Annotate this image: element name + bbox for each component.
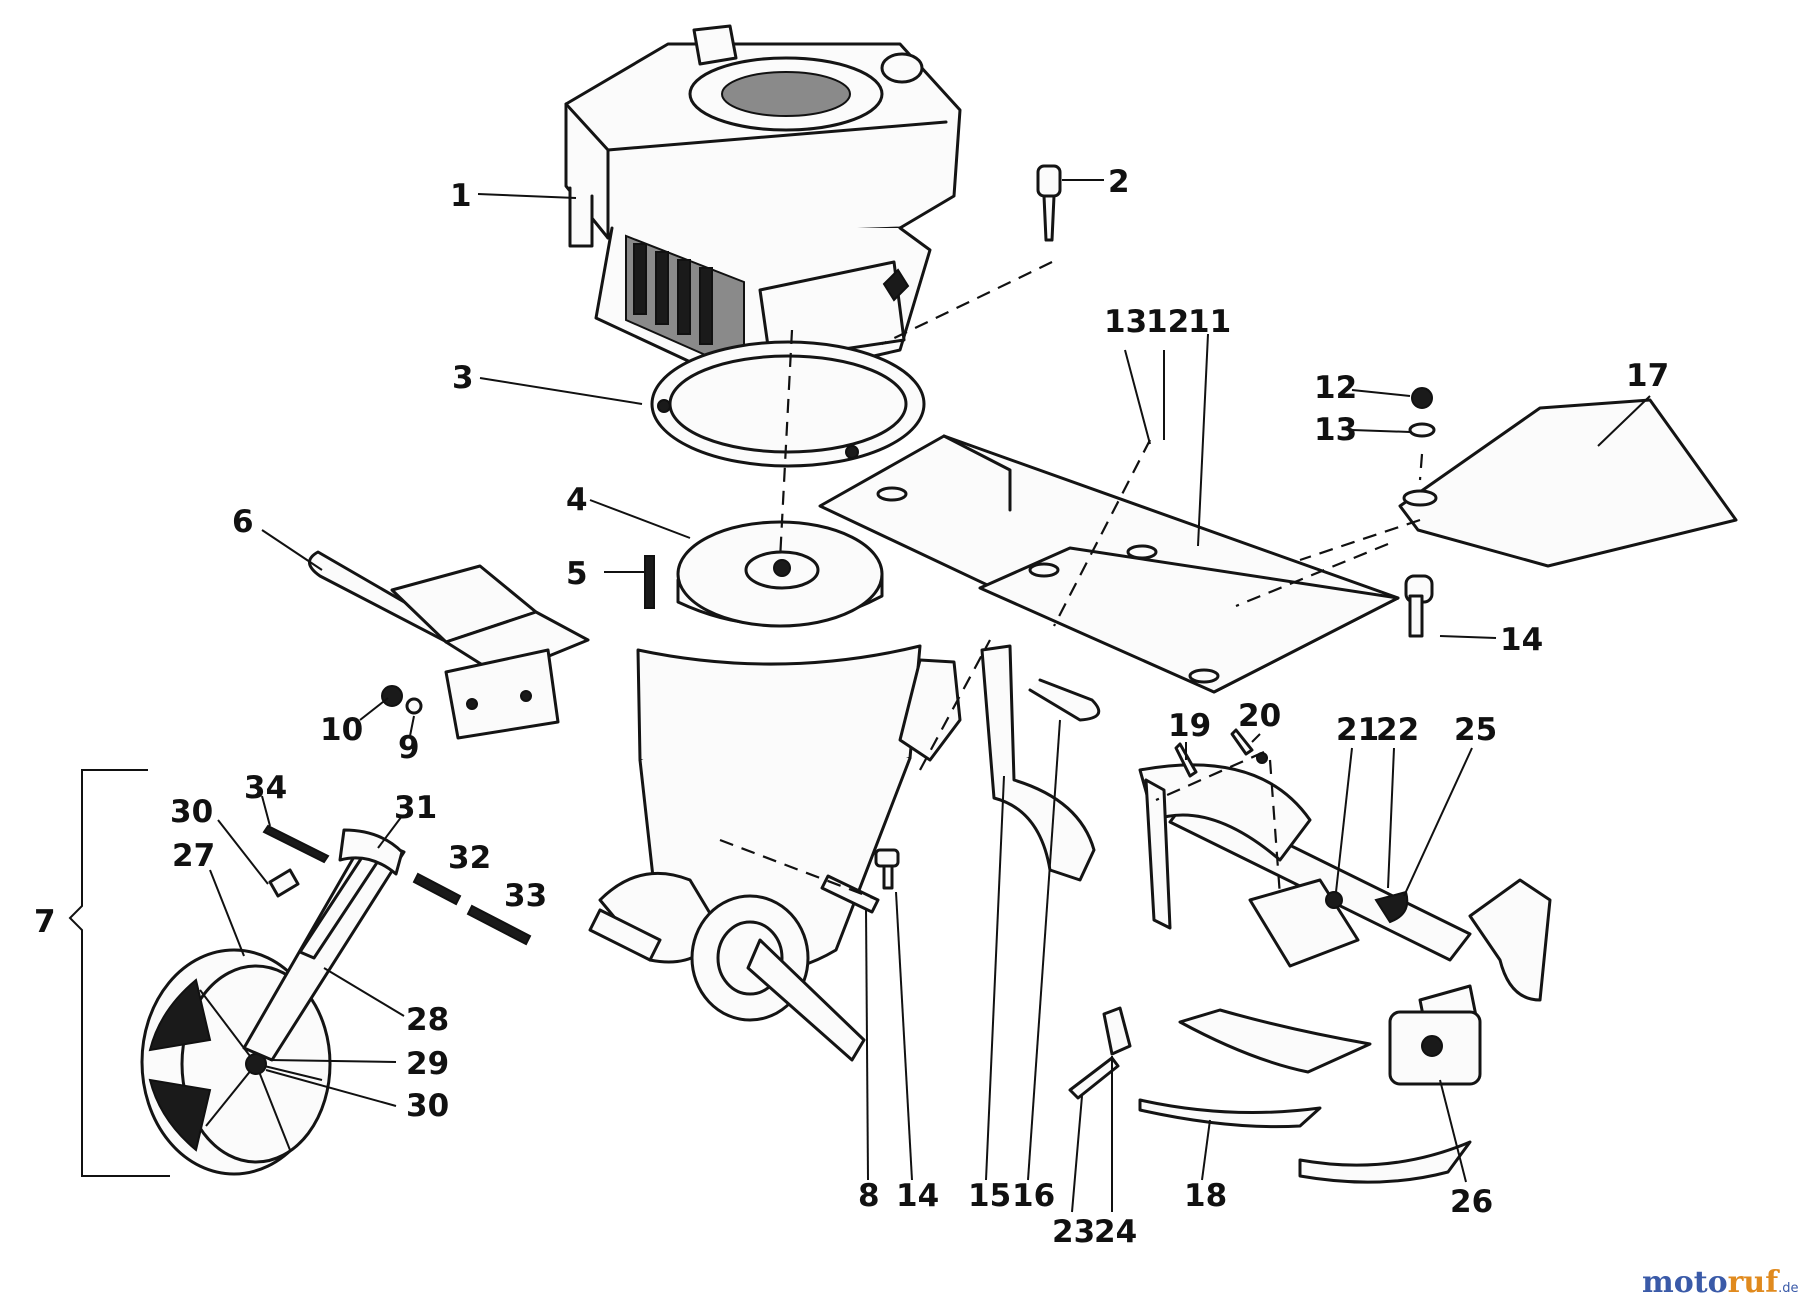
callout-18: 18 [1184,1178,1227,1214]
clip-24 [1102,1006,1132,1056]
cover-plate [1398,398,1738,568]
callout-13-a: 13 [1104,304,1147,340]
callout-23: 23 [1052,1214,1095,1250]
callout-8: 8 [858,1178,880,1214]
callout-30-a: 30 [170,794,213,830]
callout-12-b: 12 [1314,370,1357,406]
bolt-20 [1230,728,1254,756]
bolt-14-right [1404,574,1434,638]
gearbox-housing [588,644,962,1062]
callout-33: 33 [504,878,547,914]
leader-lines [209,179,1651,1213]
tine-18 [1138,1098,1322,1129]
washer [405,697,423,715]
watermark-part1: moto [1642,1265,1728,1300]
callout-5: 5 [566,556,588,592]
callout-2: 2 [1108,164,1130,200]
watermark-part2: ruf [1728,1265,1781,1300]
wheel-assembly [140,828,406,1176]
callout-14-a: 14 [1500,622,1543,658]
group-bracket [68,769,170,1177]
callout-11: 11 [1188,304,1231,340]
bolt-23 [1068,1056,1120,1100]
nut-22 [1325,891,1343,909]
callout-7: 7 [34,904,56,940]
callout-9: 9 [398,730,420,766]
assembly-lines [719,261,1424,902]
pulley [676,520,884,628]
bolt-14-center [874,848,900,890]
callout-labels: 1 2 3 4 5 6 7 8 9 10 11 12 13 12 13 14 1… [34,164,1669,1250]
pin-34 [262,824,330,864]
callout-16: 16 [1012,1178,1055,1214]
callout-15: 15 [968,1178,1011,1214]
nut-30 [268,868,300,898]
engine [564,24,962,388]
callout-1: 1 [450,178,472,214]
watermark-logo: motoruf.de [1642,1265,1799,1300]
callout-27: 27 [172,838,215,874]
pin [644,555,655,609]
callout-30-b: 30 [406,1088,449,1124]
callout-22: 22 [1376,712,1419,748]
bolt [1036,164,1062,242]
washer-13 [1408,422,1436,438]
frame-plate [818,434,1400,694]
nut [381,685,403,707]
callout-4: 4 [566,482,588,518]
callout-29: 29 [406,1046,449,1082]
tine-26 [1388,1010,1482,1086]
callout-25: 25 [1454,712,1497,748]
callout-28: 28 [406,1002,449,1038]
callout-17: 17 [1626,358,1669,394]
watermark-suffix: .de [1778,1281,1798,1296]
svg-text:motoruf.de: motoruf.de [1642,1265,1799,1300]
callout-21: 21 [1336,712,1379,748]
callout-10: 10 [320,712,363,748]
pin-32 [412,872,462,906]
callout-19: 19 [1168,708,1211,744]
clip-pin [1028,678,1101,722]
bracket [308,550,590,740]
callout-12-a: 12 [1146,304,1189,340]
callout-24: 24 [1094,1214,1137,1250]
callout-3: 3 [452,360,474,396]
pin-33 [466,904,532,946]
callout-14-b: 14 [896,1178,939,1214]
callout-26: 26 [1450,1184,1493,1220]
callout-20: 20 [1238,698,1281,734]
nut-12 [1411,387,1433,409]
callout-6: 6 [232,504,254,540]
callout-31: 31 [394,790,437,826]
lever [980,644,1096,882]
callout-32: 32 [448,840,491,876]
callout-34: 34 [244,770,287,806]
callout-13-b: 13 [1314,412,1357,448]
